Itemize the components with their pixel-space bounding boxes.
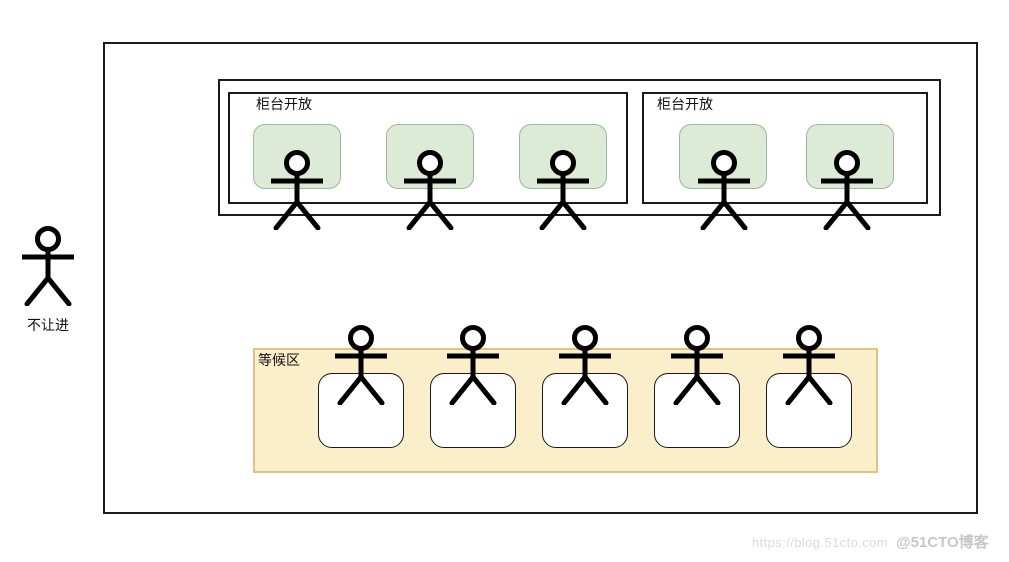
person-at-counter-icon: [819, 150, 875, 230]
outside-person-label: 不让进: [27, 317, 69, 333]
waiting-seat: [430, 373, 516, 448]
person-at-counter-icon: [402, 150, 458, 230]
person-at-counter-icon: [696, 150, 752, 230]
person-waiting-icon: [445, 325, 501, 405]
person-waiting-icon: [781, 325, 837, 405]
waiting-seat: [766, 373, 852, 448]
person-at-counter-icon: [269, 150, 325, 230]
person-outside-icon: [20, 226, 76, 306]
person-waiting-icon: [669, 325, 725, 405]
person-waiting-icon: [333, 325, 389, 405]
person-at-counter-icon: [535, 150, 591, 230]
waiting-seat: [654, 373, 740, 448]
waiting-seat: [542, 373, 628, 448]
counter-area-1-label: 柜台开放: [256, 96, 312, 112]
watermark: https://blog.51cto.com @51CTO博客: [752, 531, 989, 552]
person-waiting-icon: [557, 325, 613, 405]
counter-area-2-label: 柜台开放: [657, 96, 713, 112]
watermark-url: https://blog.51cto.com: [752, 535, 888, 550]
waiting-seat: [318, 373, 404, 448]
watermark-handle: @51CTO博客: [895, 534, 989, 551]
waiting-area-label: 等候区: [258, 352, 300, 368]
